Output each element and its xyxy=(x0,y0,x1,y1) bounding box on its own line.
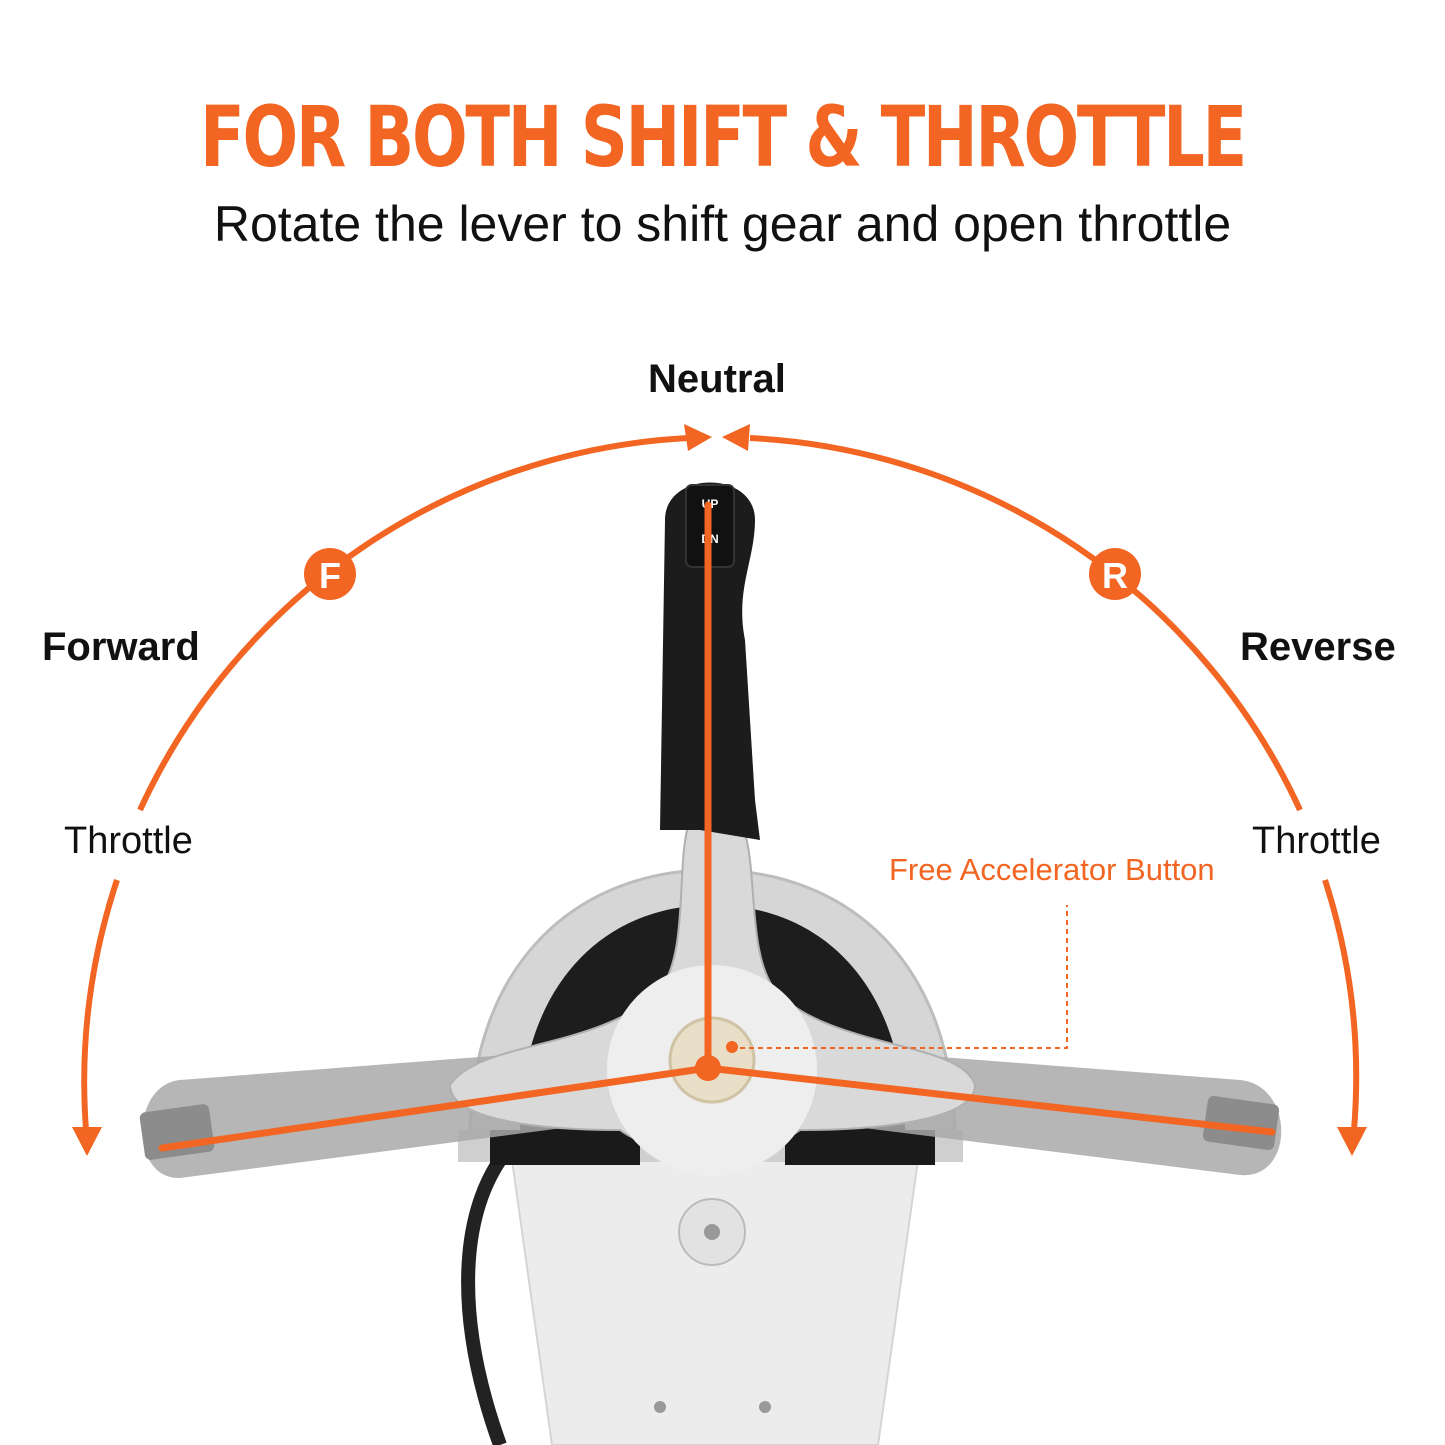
headline: FOR BOTH SHIFT & THROTTLE xyxy=(200,88,1247,186)
neutral-label: Neutral xyxy=(648,357,786,401)
reverse-arc-lower xyxy=(1322,879,1360,1131)
cable xyxy=(461,1156,507,1445)
reverse-arrow-down-icon xyxy=(1337,1127,1367,1156)
reverse-marker xyxy=(1089,548,1141,600)
forward-line xyxy=(158,1064,712,1152)
reverse-marker-letter: R xyxy=(1102,555,1128,596)
free-accelerator-label: Free Accelerator Button xyxy=(889,852,1215,887)
forward-label: Forward xyxy=(42,625,200,669)
reverse-arc-upper xyxy=(749,435,1303,812)
neutral-arrow-left-icon xyxy=(684,424,712,451)
reverse-label: Reverse xyxy=(1240,625,1396,669)
forward-arc-lower xyxy=(81,879,120,1131)
forward-marker-letter: F xyxy=(319,555,341,596)
reverse-line xyxy=(704,1064,1276,1136)
throttle-left-label: Throttle xyxy=(64,820,193,862)
forward-marker xyxy=(304,548,356,600)
forward-arc-upper xyxy=(137,435,689,812)
throttle-right-label: Throttle xyxy=(1252,820,1381,862)
subheadline: Rotate the lever to shift gear and open … xyxy=(213,196,1232,252)
pivot-dot xyxy=(695,1055,721,1081)
neutral-arrow-right-icon xyxy=(722,424,750,451)
forward-arrow-down-icon xyxy=(72,1127,102,1156)
accelerator-button-dot xyxy=(726,1041,738,1053)
accelerator-leader-line xyxy=(740,905,1068,1049)
